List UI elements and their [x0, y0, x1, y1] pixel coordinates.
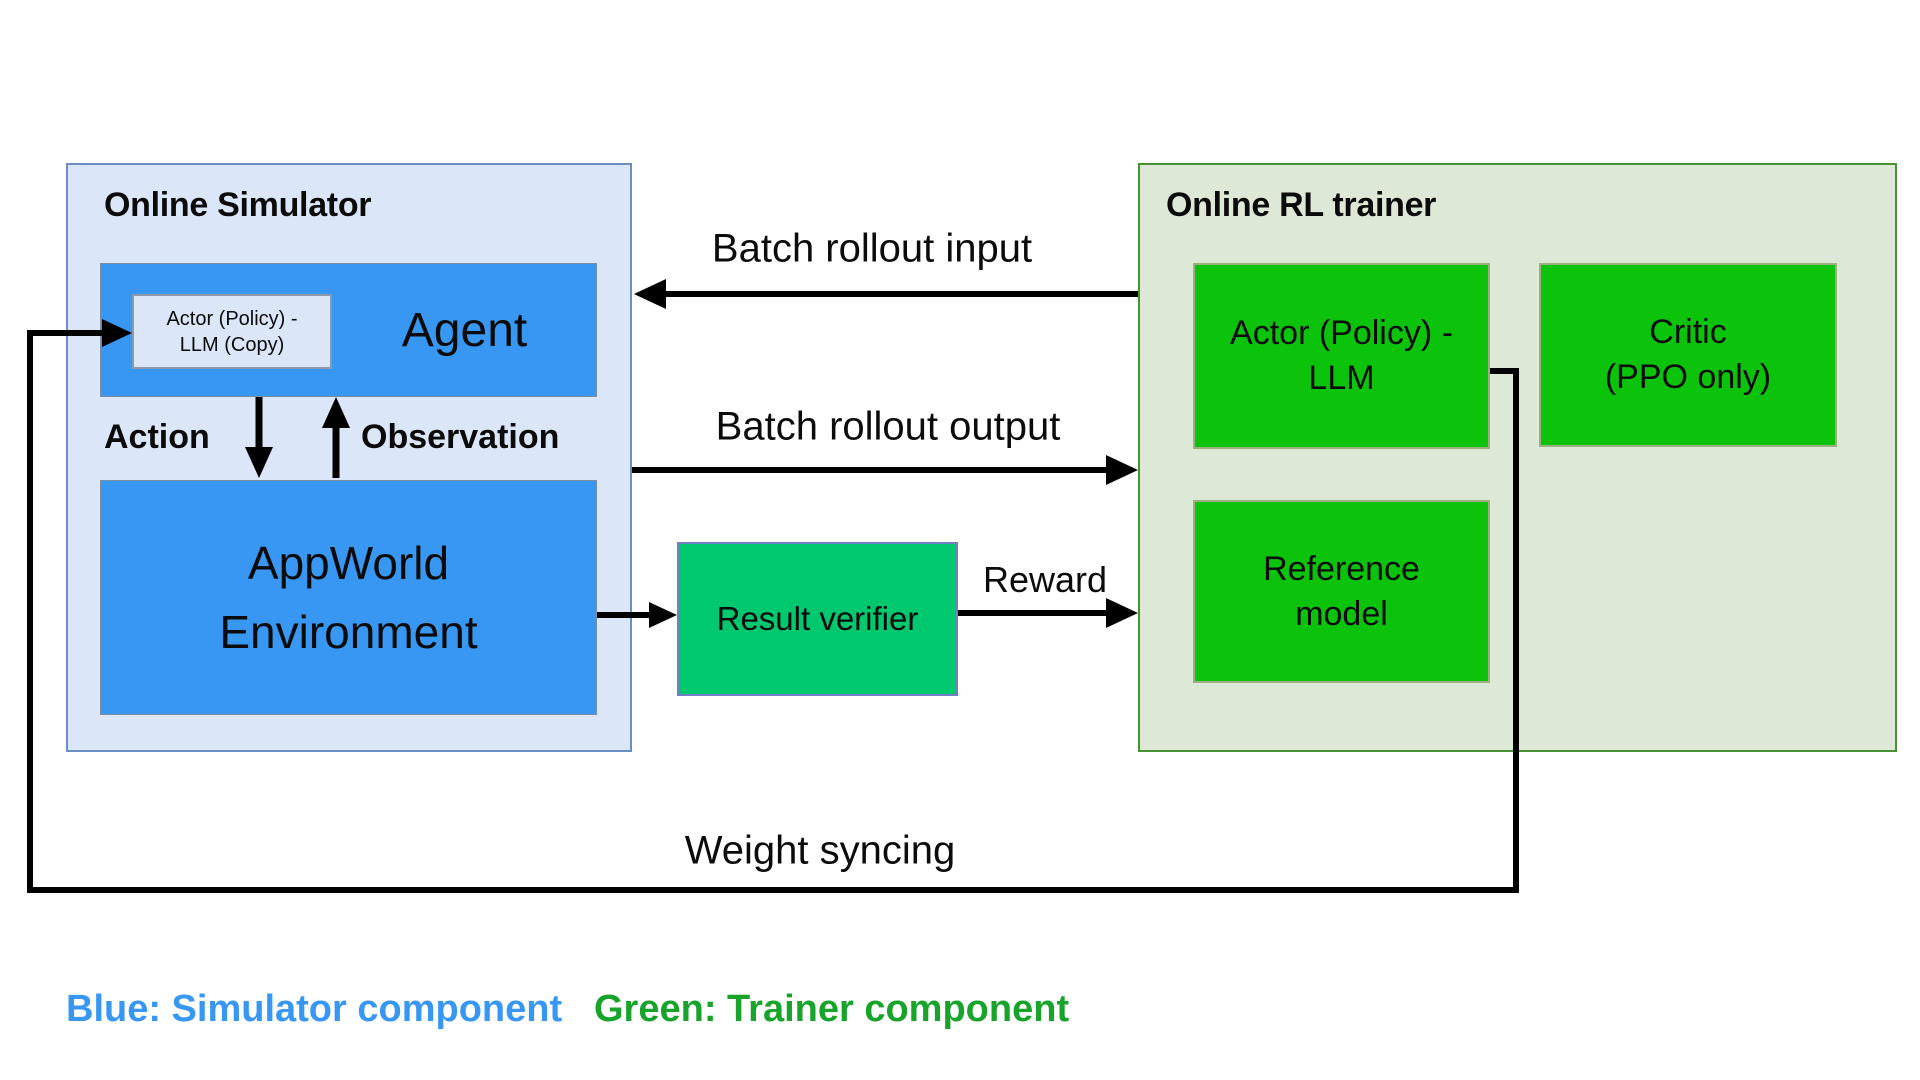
reference-line1: Reference — [1263, 549, 1420, 588]
simulator-title: Online Simulator — [104, 186, 372, 224]
actor-line2: LLM — [1308, 359, 1375, 397]
legend-green-trainer: Green: Trainer component — [594, 988, 1070, 1030]
env-to-verifier-arrowhead — [649, 602, 677, 628]
result-verifier-box: Result verifier — [677, 542, 958, 696]
agent-label: Agent — [401, 303, 528, 357]
reference-model-box: Reference model — [1193, 500, 1490, 683]
verifier-label: Result verifier — [716, 600, 919, 637]
actor-policy-llm-copy-box: Actor (Policy) - LLM (Copy) — [132, 294, 332, 369]
weight-syncing-label: Weight syncing — [684, 828, 956, 873]
reward-arrowhead — [1106, 598, 1138, 628]
batch-rollout-input-arrowhead — [634, 279, 666, 309]
appworld-environment-box: AppWorld Environment — [100, 480, 597, 715]
legend-blue-simulator: Blue: Simulator component — [66, 988, 563, 1030]
trainer-title: Online RL trainer — [1166, 186, 1437, 224]
actor-policy-llm-box: Actor (Policy) - LLM — [1193, 263, 1490, 449]
batch-rollout-output-label: Batch rollout output — [715, 404, 1061, 449]
reference-line2: model — [1295, 594, 1388, 633]
critic-line2: (PPO only) — [1604, 358, 1772, 396]
appworld-line1: AppWorld — [247, 536, 450, 589]
actor-copy-line2: LLM (Copy) — [179, 333, 285, 356]
actor-copy-line1: Actor (Policy) - — [166, 307, 298, 330]
batch-rollout-output-arrowhead — [1106, 455, 1138, 485]
appworld-line2: Environment — [219, 605, 478, 658]
critic-box: Critic (PPO only) — [1539, 263, 1837, 447]
actor-line1: Actor (Policy) - — [1230, 314, 1453, 353]
batch-rollout-input-label: Batch rollout input — [711, 226, 1033, 271]
observation-label: Observation — [361, 418, 560, 456]
critic-line1: Critic — [1649, 313, 1727, 352]
reward-label: Reward — [982, 559, 1108, 600]
action-label: Action — [104, 418, 210, 456]
